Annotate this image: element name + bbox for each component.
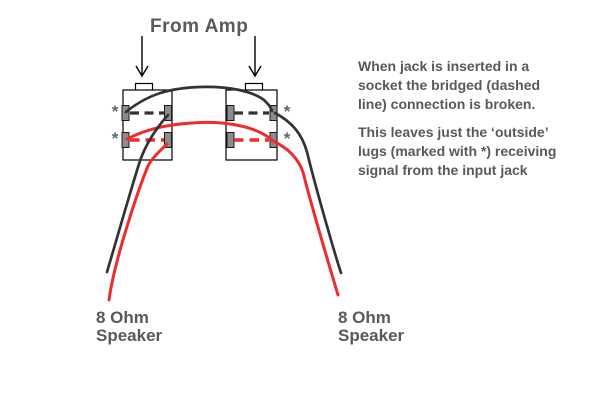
from-amp-label: From Amp xyxy=(150,16,249,37)
right-speaker-label: 8 Ohm Speaker xyxy=(338,308,405,345)
left-jack-inside-top-lug xyxy=(164,105,172,121)
red-wire-to-left-speaker xyxy=(107,142,169,302)
black-wire-to-left-speaker xyxy=(105,113,170,274)
black-wire-to-right-speaker xyxy=(273,111,343,275)
left-jack-outside-bottom-lug xyxy=(121,132,130,148)
black-wire-jack-to-jack xyxy=(124,85,274,114)
arrow-down-icon-right xyxy=(248,36,262,78)
right-jack-inside-bottom-lug xyxy=(226,132,235,148)
left-jack-inside-bottom-lug xyxy=(164,132,172,148)
note-bridged-connection: When jack is inserted in a socket the br… xyxy=(358,58,541,112)
note-outside-lugs: This leaves just the ‘outside’ lugs (mar… xyxy=(358,124,557,178)
right-jack-inside-top-lug xyxy=(226,105,235,121)
left-speaker-label: 8 Ohm Speaker xyxy=(96,308,163,345)
outside-lug-marker-left-top: * xyxy=(112,102,119,121)
outside-lug-marker-right-bottom: * xyxy=(284,129,291,148)
arrow-down-icon-left xyxy=(135,36,149,78)
outside-lug-marker-right-top: * xyxy=(284,102,291,121)
outside-lug-marker-left-bottom: * xyxy=(112,129,119,148)
red-wire-to-right-speaker xyxy=(271,139,340,297)
